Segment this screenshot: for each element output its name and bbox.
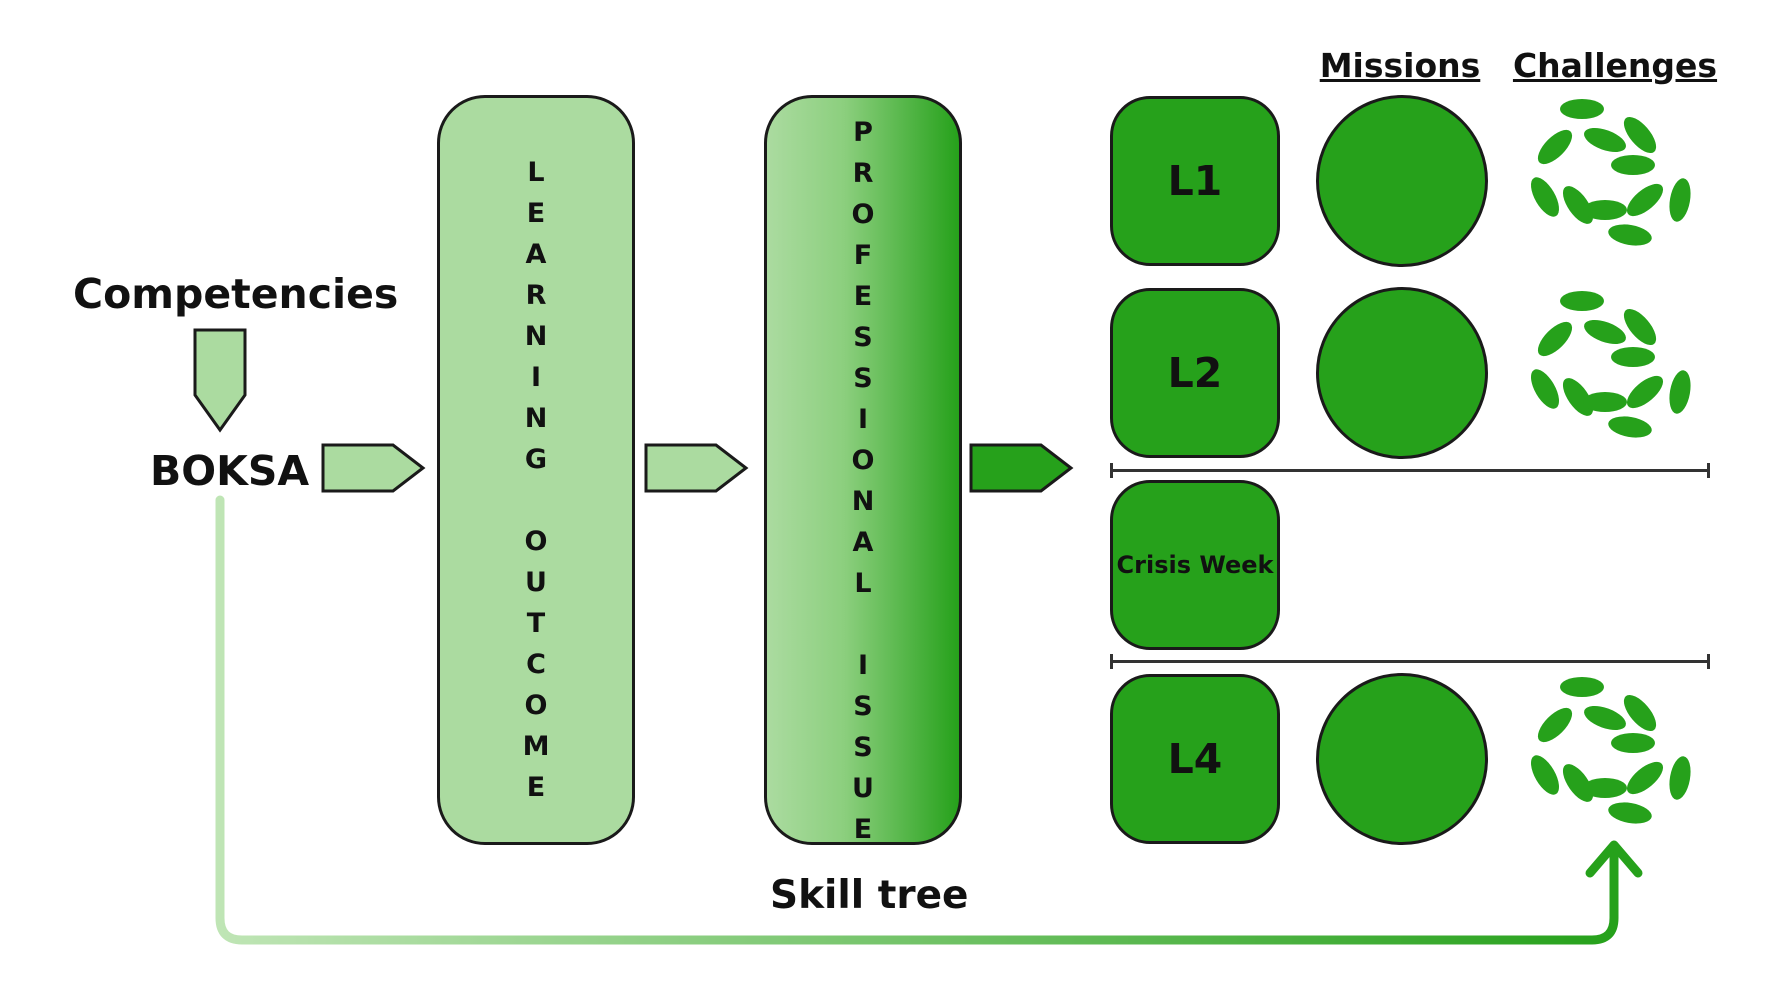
- competencies-label: Competencies: [73, 270, 399, 318]
- professional-issue-letter: L: [854, 568, 872, 599]
- learning-outcome-letter: O: [524, 526, 548, 557]
- challenge-seed: [1584, 319, 1626, 345]
- arrow-to-learning-outcome-icon: [321, 443, 426, 493]
- professional-issue-letter: E: [853, 814, 873, 845]
- skill-tree-label: Skill tree: [770, 873, 969, 918]
- challenge-seed: [1560, 291, 1604, 311]
- learning-outcome-letter: U: [525, 567, 547, 598]
- professional-issue-letter: A: [852, 527, 874, 558]
- learning-outcome-letter: G: [524, 444, 548, 475]
- challenge-seed: [1531, 369, 1559, 409]
- level-crisis-week: Crisis Week: [1110, 480, 1280, 650]
- professional-issue-letter: P: [853, 117, 873, 148]
- mission-circle-l1: [1316, 95, 1488, 267]
- mission-circle-l4: [1316, 673, 1488, 845]
- challenge-seed: [1669, 756, 1691, 800]
- challenge-seed: [1611, 347, 1655, 367]
- challenge-seed: [1560, 677, 1604, 697]
- professional-issue-letter: N: [851, 486, 875, 517]
- challenge-seed: [1608, 802, 1652, 824]
- learning-outcome-letter: I: [530, 362, 542, 393]
- challenge-seed: [1626, 761, 1664, 795]
- arrow-to-professional-issue-icon: [644, 443, 749, 493]
- challenge-cluster-l4: [1531, 677, 1691, 824]
- learning-outcome-letter: C: [526, 649, 546, 680]
- level-l2: L2: [1110, 288, 1280, 458]
- challenge-seed: [1608, 224, 1652, 246]
- challenge-seed: [1537, 129, 1573, 165]
- professional-issue-letter: S: [853, 732, 873, 763]
- down-arrow-icon: [193, 328, 247, 433]
- divider-top: [1110, 463, 1710, 478]
- challenges-clusters: [1531, 99, 1691, 824]
- divider-bottom: [1110, 654, 1710, 669]
- learning-outcome-letter: R: [525, 280, 547, 311]
- challenge-seed: [1537, 321, 1573, 357]
- challenge-seed: [1537, 707, 1573, 743]
- learning-outcome-letter: E: [526, 198, 546, 229]
- challenge-seed: [1626, 183, 1664, 217]
- challenge-cluster-l2: [1531, 291, 1691, 438]
- learning-outcome-letter: N: [524, 321, 548, 352]
- learning-outcome-letter: E: [526, 772, 546, 803]
- challenge-seed: [1608, 416, 1652, 438]
- missions-header: Missions: [1319, 46, 1481, 85]
- challenge-seed: [1611, 733, 1655, 753]
- challenges-header: Challenges: [1512, 46, 1718, 85]
- challenge-seed: [1623, 308, 1657, 346]
- challenge-seed: [1531, 755, 1559, 795]
- learning-outcome-letter: N: [524, 403, 548, 434]
- professional-issue-letter: I: [857, 650, 869, 681]
- challenge-cluster-l1: [1531, 99, 1691, 246]
- professional-issue-letter: R: [852, 158, 874, 189]
- mission-circle-l2: [1316, 287, 1488, 459]
- challenge-seed: [1560, 99, 1604, 119]
- professional-issue-letter: S: [853, 691, 873, 722]
- challenge-seed: [1669, 178, 1691, 222]
- challenge-seed: [1584, 705, 1626, 731]
- professional-issue-letter: U: [852, 773, 874, 804]
- professional-issue-letter: S: [853, 363, 873, 394]
- professional-issue-letter: E: [853, 281, 873, 312]
- challenge-seed: [1584, 127, 1626, 153]
- challenge-seed: [1623, 694, 1657, 732]
- level-l1: L1: [1110, 96, 1280, 266]
- learning-outcome-letter: A: [525, 239, 547, 270]
- boksa-label: BOKSA: [150, 447, 310, 495]
- level-l4: L4: [1110, 674, 1280, 844]
- challenge-seed: [1611, 155, 1655, 175]
- learning-outcome-letter: T: [526, 608, 546, 639]
- learning-outcome-letter: O: [524, 690, 548, 721]
- professional-issue-letter: O: [851, 199, 875, 230]
- learning-outcome-letter: L: [527, 157, 545, 188]
- challenge-seed: [1623, 116, 1657, 154]
- challenge-seed: [1583, 200, 1627, 220]
- learning-outcome-letter: M: [522, 731, 550, 762]
- challenge-seed: [1626, 375, 1664, 409]
- professional-issue-letter: S: [853, 322, 873, 353]
- challenge-seed: [1531, 177, 1559, 217]
- challenge-seed: [1583, 778, 1627, 798]
- professional-issue-letter: O: [851, 445, 875, 476]
- professional-issue-letter: F: [853, 240, 873, 271]
- challenge-seed: [1669, 370, 1691, 414]
- professional-issue-letter: I: [857, 404, 869, 435]
- challenge-seed: [1583, 392, 1627, 412]
- arrow-to-levels-icon: [969, 443, 1074, 493]
